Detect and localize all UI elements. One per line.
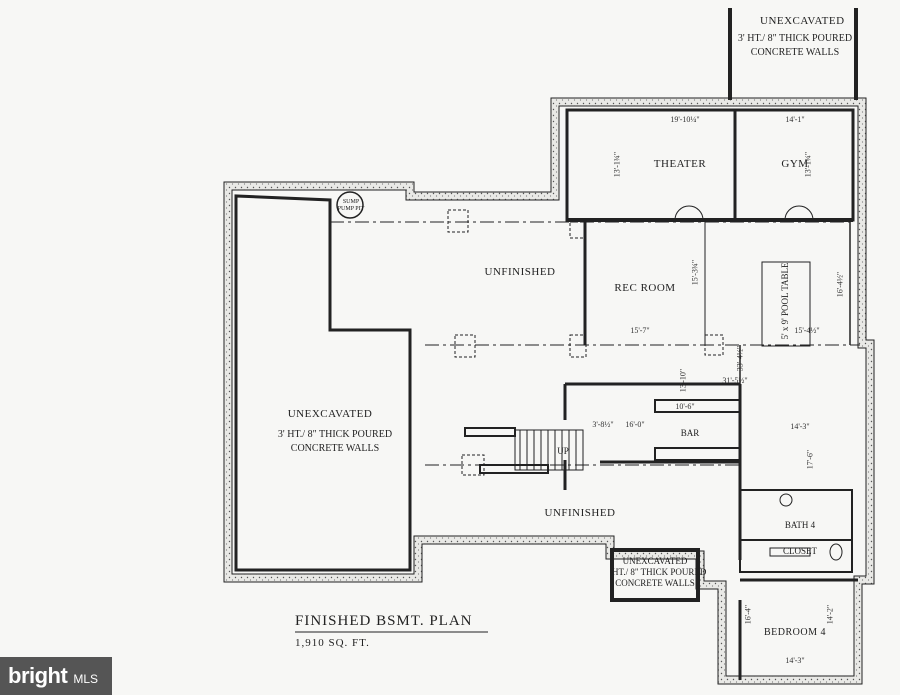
dim-rec-width: 15'-7" — [630, 326, 650, 335]
unexcavated-top-note: 3' HT./ 8" THICK POURED CONCRETE WALLS — [735, 32, 855, 60]
unfinished-top-label: UNFINISHED — [484, 266, 556, 278]
unexcavated-left-note2: CONCRETE WALLS — [290, 443, 380, 454]
dim-theater-height: 13'-1¾" — [612, 151, 622, 178]
up-label: UP — [557, 446, 569, 456]
dim-d5: 16'-0" — [625, 420, 645, 429]
dim-d10: 14'-3" — [785, 656, 805, 665]
rec-room-label: REC ROOM — [614, 282, 676, 294]
unexcavated-top-area — [728, 8, 858, 100]
theater-label: THEATER — [653, 158, 707, 170]
bright-mls-logo: bright MLS — [0, 657, 112, 695]
unexcavated-top-label: UNEXCAVATED — [760, 15, 845, 27]
unexcavated-top-note1: 3' HT./ 8" THICK POURED — [737, 33, 853, 44]
unexcavated-bottom-note2: CONCRETE WALLS — [615, 578, 695, 588]
stairs — [464, 427, 584, 474]
bath-bedroom-area — [738, 489, 858, 680]
unexcavated-left-label: UNEXCAVATED — [287, 408, 373, 420]
dim-d4: 3'-8½" — [592, 420, 614, 429]
plan-area: 1,910 SQ. FT. — [295, 637, 370, 649]
dim-rec-height: 15'-3¾" — [690, 259, 700, 286]
dim-d3: 33'-4½" — [735, 345, 745, 372]
bath-label: BATH 4 — [784, 520, 816, 530]
closet-label: CLOSET — [782, 546, 817, 556]
bar-label: BAR — [680, 428, 700, 438]
dim-d1: 13'-10" — [678, 368, 688, 393]
sump-pump-label: SUMP PUMP PIT — [337, 199, 365, 212]
logo-brand: bright — [8, 663, 68, 688]
sump-pump-pit — [336, 191, 364, 219]
rec-room — [583, 222, 851, 347]
dim-pool-height: 16'-4½" — [835, 271, 845, 298]
plan-title: FINISHED BSMT. PLAN — [295, 613, 473, 629]
unexcavated-bottom-label: UNEXCAVATED HT./ 8" THICK POURED CONCRET… — [612, 556, 707, 589]
dim-d2: 31'-5½" — [722, 376, 748, 385]
unfinished-bottom-label: UNFINISHED — [544, 507, 616, 519]
dim-gym-width: 14'-1" — [785, 115, 805, 124]
logo-suffix: MLS — [73, 672, 99, 686]
dim-theater-width: 19'-10¼" — [670, 115, 700, 124]
dim-d8: 17'-6" — [805, 449, 815, 470]
unexcavated-left-note1: 3' HT./ 8" THICK POURED — [277, 429, 393, 440]
theater-gym-rooms — [565, 108, 855, 222]
dim-d11: 14'-2" — [825, 604, 835, 625]
foundation-walls — [223, 97, 875, 685]
unexcavated-bottom-note1: HT./ 8" THICK POURED — [612, 567, 707, 577]
unexcavated-bottom-area — [610, 548, 700, 602]
unexcavated-top-name: UNEXCAVATED — [760, 15, 845, 27]
dim-d9: 16'-4" — [743, 604, 753, 625]
dim-d6: 10'-6" — [675, 402, 695, 411]
gym-label: GYM — [781, 158, 809, 170]
dim-gym-height: 13'-1¾" — [803, 151, 813, 178]
unexcavated-left-note: 3' HT./ 8" THICK POURED CONCRETE WALLS — [265, 428, 405, 456]
unexcavated-top-note2: CONCRETE WALLS — [750, 47, 840, 58]
dim-pool-width: 15'-4½" — [794, 326, 820, 335]
dim-d7: 14'-3" — [790, 422, 810, 431]
unexcavated-bottom-name: UNEXCAVATED — [622, 556, 688, 566]
bedroom-label: BEDROOM 4 — [763, 627, 826, 638]
unexcavated-left-area — [234, 194, 412, 572]
